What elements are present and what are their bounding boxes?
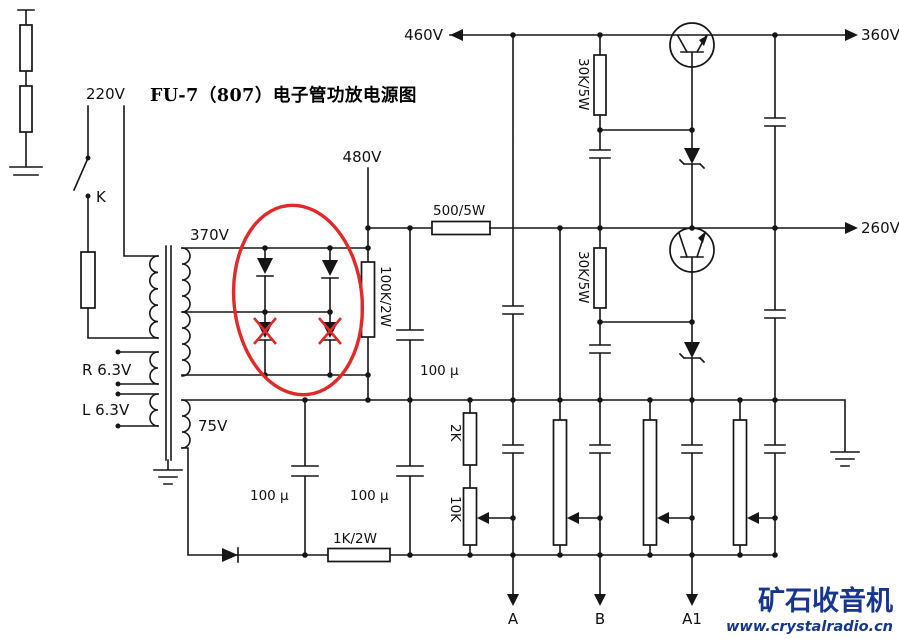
wiper-arrow-2	[567, 512, 579, 524]
bias-10k-label: 10K	[447, 496, 463, 523]
dropper-resistor-body	[431, 220, 491, 236]
arrow-right-360	[845, 29, 858, 41]
watermark: 矿石收音机 www.crystalradio.cn	[726, 584, 894, 636]
bias-pot-1-body	[462, 487, 478, 546]
output-b-label: B	[595, 610, 605, 628]
wire-run	[72, 105, 159, 339]
annotation-circle	[231, 203, 365, 397]
bias-network: 1K/2W 2K 10K A B A1	[181, 399, 786, 628]
transistor-2-emitter-arrow	[698, 231, 706, 243]
page-title: FU-7（807）电子管功放电源图	[150, 85, 417, 106]
heater-l-label: L 6.3V	[82, 401, 130, 419]
annotation-markup	[231, 203, 365, 397]
watermark-site-name: 矿石收音机	[758, 585, 893, 617]
zener-1	[684, 148, 700, 164]
fuse-body	[80, 251, 96, 309]
filter-cap-top-label: 100 μ	[420, 363, 459, 379]
mains-input: 220V K	[72, 85, 159, 339]
annotation-x-right	[318, 317, 342, 345]
zener-1-bar	[678, 158, 706, 229]
bias-winding	[181, 399, 191, 449]
hv-winding-label: 370V	[190, 226, 230, 244]
transformer-core	[165, 245, 172, 461]
rectifier-bridge	[181, 247, 369, 376]
series-resistor-body	[327, 547, 391, 563]
bias-diode	[222, 548, 238, 562]
wire-run	[449, 34, 846, 401]
annotation-x-left	[253, 317, 277, 345]
rail-260-label: 260V	[861, 219, 899, 237]
reg1-resistor-label: 30K/5W	[575, 58, 591, 111]
resistor-body	[19, 85, 33, 133]
regulator-1: 460V 360V 30K/5W	[404, 22, 899, 401]
arrow-right-260	[845, 222, 858, 234]
mains-voltage-label: 220V	[86, 85, 126, 103]
transistor-1-symbol	[676, 34, 708, 149]
diode-top-left	[257, 258, 273, 274]
bias-resistor-2k-body	[462, 412, 478, 466]
transistor-2-symbol	[677, 231, 707, 323]
wire-run	[9, 9, 43, 176]
wiper-arrow-4	[747, 512, 759, 524]
filter-cap-left-label: 100 μ	[250, 488, 289, 504]
output-a-label: A	[508, 610, 519, 628]
wire-run	[181, 247, 369, 376]
arrow-left-460	[450, 29, 463, 41]
series-resistor-label: 1K/2W	[333, 531, 377, 547]
output-a-arrow	[507, 594, 519, 606]
wiper-arrow-1	[477, 512, 489, 524]
bleeder-label: 100K/2W	[377, 266, 393, 327]
hv-filter: 480V 500/5W 100K/2W 100 μ 100 μ 100 μ	[181, 148, 860, 556]
regulator-2: 260V 30K/5W	[489, 219, 899, 401]
watermark-site-url: www.crystalradio.cn	[726, 619, 893, 635]
dc-rectified-label: 480V	[343, 148, 383, 166]
dropper-label: 500/5W	[433, 203, 485, 219]
bias-pot-2-body	[552, 419, 568, 546]
heater-r-label: R 6.3V	[82, 361, 132, 379]
bias-winding-label: 75V	[198, 417, 228, 435]
output-a1-label: A1	[682, 610, 702, 628]
zener-2-bar	[678, 321, 706, 401]
wiper-arrow-3	[657, 512, 669, 524]
zener-2	[684, 342, 700, 358]
wire-run	[181, 399, 786, 597]
switch-label: K	[96, 188, 107, 206]
wire-run	[489, 227, 846, 401]
transistor-1-emitter-arrow	[699, 35, 708, 46]
power-transformer: 370V R 6.3V L 6.3V 75V	[82, 226, 230, 485]
heater-leads	[117, 351, 159, 427]
rail-360-label: 360V	[861, 26, 899, 44]
resistor-body	[19, 24, 33, 72]
stray-circuit-fragment	[9, 9, 43, 176]
rail-460-label: 460V	[404, 26, 444, 44]
junction-dots	[262, 32, 778, 558]
heater-winding-l	[149, 393, 159, 427]
output-b-arrow	[594, 594, 606, 606]
bias-pot-4-body	[732, 419, 748, 546]
heater-winding-r	[149, 351, 159, 385]
reg2-resistor-body	[593, 247, 607, 309]
chassis-ground	[153, 459, 183, 485]
bias-pot-3-body	[642, 419, 658, 546]
diode-top-right	[322, 260, 338, 276]
bias-2k-label: 2K	[447, 424, 463, 443]
reg2-resistor-label: 30K/5W	[575, 251, 591, 304]
reg1-resistor-body	[593, 54, 607, 116]
primary-winding	[149, 255, 159, 339]
filter-cap-mid-label: 100 μ	[350, 488, 389, 504]
output-a1-arrow	[686, 594, 698, 606]
